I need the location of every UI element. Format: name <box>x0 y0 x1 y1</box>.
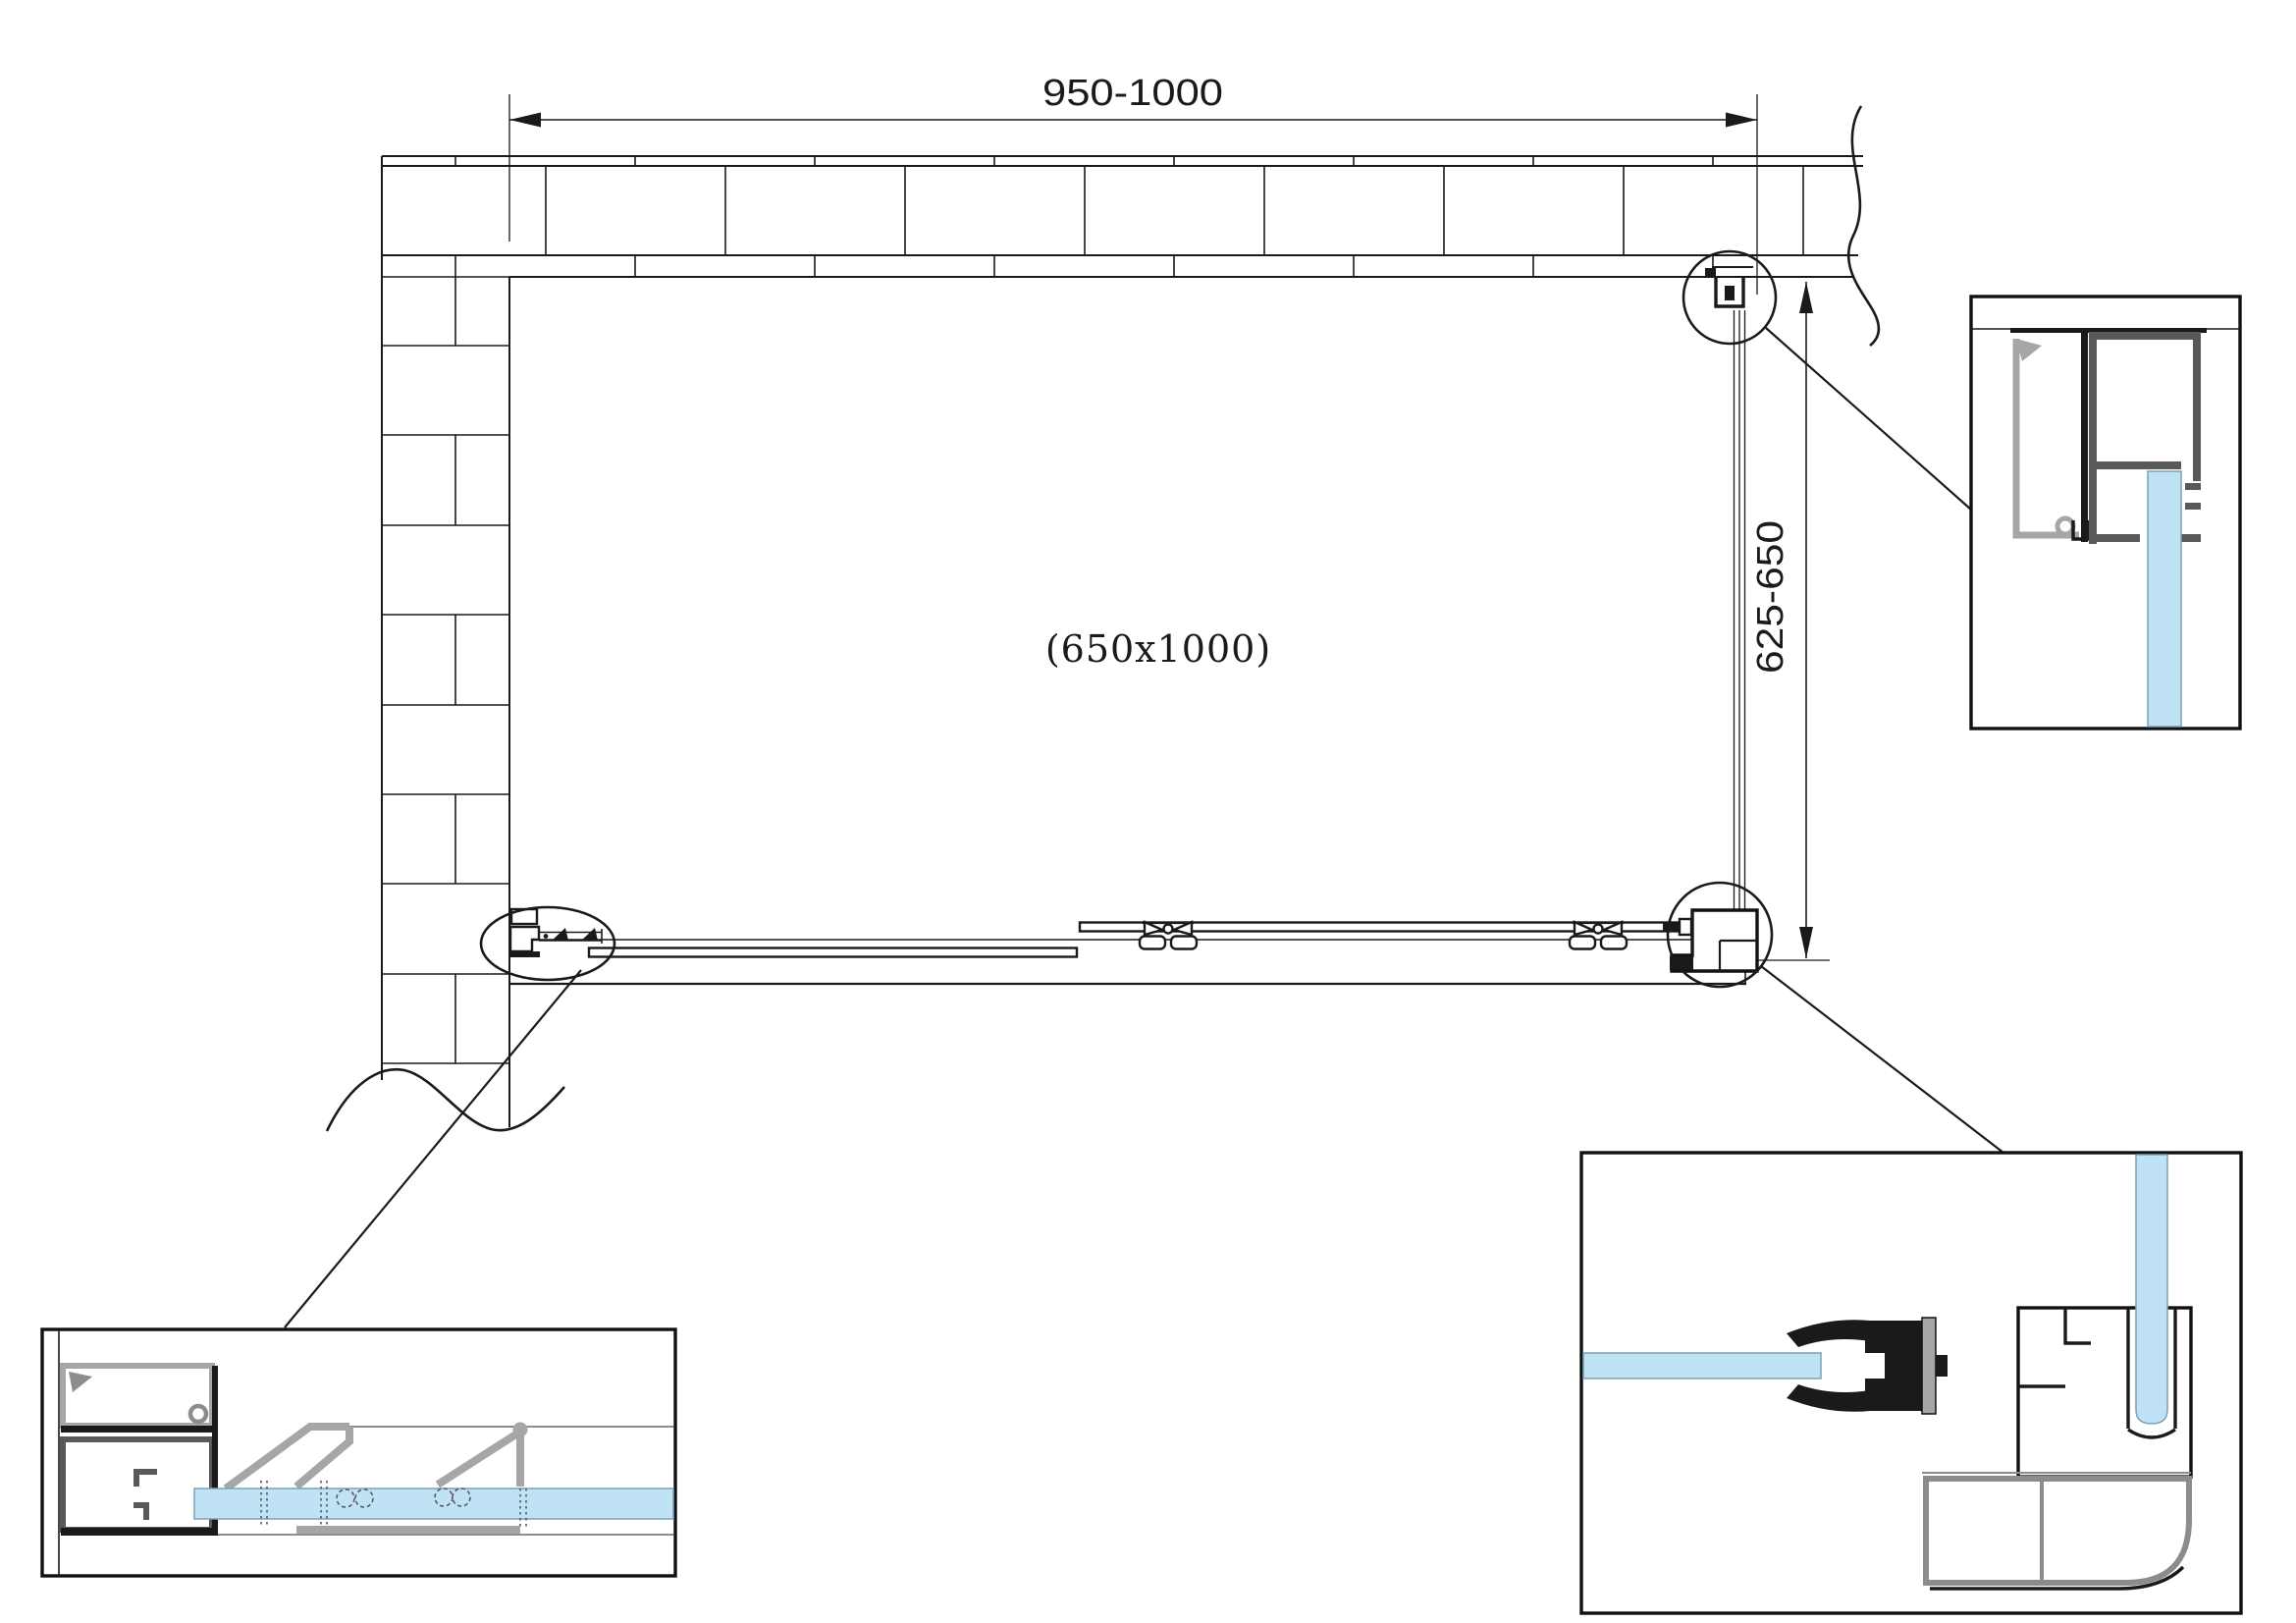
dim-width-label: 950-1000 <box>1042 73 1223 114</box>
wall-break-line-right <box>1846 105 1881 348</box>
roller-carriage-right <box>1568 920 1629 950</box>
glass-section-vertical <box>2147 470 2182 728</box>
leader-line-top-right <box>1765 327 1972 511</box>
hidden-fixing-marks <box>260 1481 527 1528</box>
brick-joints-left-column <box>382 276 509 1064</box>
arrowhead-left <box>509 112 541 128</box>
carriage-strut-right <box>296 1430 524 1534</box>
brick-joints-lower-course <box>634 255 1714 277</box>
lower-support-profile <box>1922 1472 2192 1591</box>
detail-view-corner-junction <box>1579 1151 2243 1615</box>
glass-size-label: (650x1000) <box>1045 627 1271 671</box>
sliding-door-assembly <box>509 920 1746 986</box>
carriage-strut-left <box>223 1423 353 1492</box>
detail-callout-bottom-left <box>479 905 616 982</box>
glass-section-horizontal <box>1582 1352 1822 1380</box>
arrowhead-up <box>1799 282 1813 313</box>
arrowhead-right <box>1726 112 1757 128</box>
dim-depth-label: 625-650 <box>1750 520 1791 674</box>
glass-section-vertical-corner <box>2135 1154 2168 1425</box>
arrowhead-down <box>1799 927 1813 958</box>
magnetic-seal-profile <box>1787 1317 1948 1415</box>
roller-carriage-left <box>1138 920 1199 950</box>
glazing-profile-dark <box>2089 332 2201 544</box>
corner-bracket-hardware-bottom-right <box>1663 908 1759 973</box>
floor-plan: 950-1000 625-650 (650x1000) <box>284 73 2004 1328</box>
wall-left <box>325 156 565 1132</box>
leader-line-bottom-left <box>284 969 582 1328</box>
detail-callout-top-right <box>1682 249 1778 346</box>
wall-profile-hardware-bottom-left <box>508 907 603 957</box>
fixed-glass-panel <box>1733 310 1746 911</box>
detail-view-wall-profile <box>1969 295 2242 730</box>
detail-view-bottom-rail <box>40 1327 677 1578</box>
glass-section-horizontal-rail <box>193 1488 674 1520</box>
leader-line-bottom-right <box>1760 965 2004 1154</box>
detail-callout-bottom-right <box>1666 881 1774 989</box>
sliding-panel-bar <box>587 947 1079 958</box>
brick-joints-top-course <box>454 156 1714 166</box>
dimension-width: 950-1000 <box>508 73 1758 295</box>
wall-top <box>382 105 1881 348</box>
wall-break-line-bottom <box>325 1067 565 1132</box>
wall-profile-hardware-top <box>1705 266 1753 308</box>
brick-joints-main-course <box>545 166 1804 255</box>
dimension-depth: 625-650 <box>1725 282 1830 961</box>
